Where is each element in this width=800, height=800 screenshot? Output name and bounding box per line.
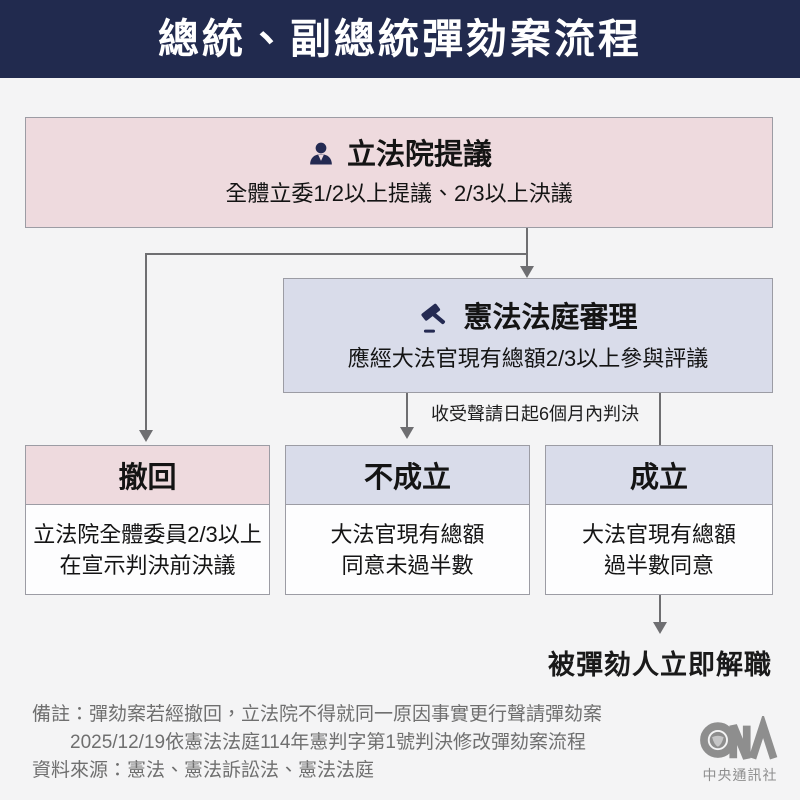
source-line: 資料來源：憲法、憲法訴訟法、憲法法庭 (32, 760, 375, 781)
outcome-rejected-line2: 同意未過半數 (341, 552, 474, 578)
outcome-withdraw-line1: 立法院全體委員2/3以上 (33, 521, 262, 547)
outcome-rejected-header: 不成立 (285, 445, 530, 505)
arrowhead-to-withdraw (139, 430, 153, 442)
cna-logo-caption: 中央通訊社 (702, 767, 778, 783)
stage-legislature-proposal: 立法院提議 全體立委1/2以上提議、2/3以上決議 (25, 117, 773, 228)
outcome-rejected-line1: 大法官現有總額 (330, 521, 485, 547)
outcome-upheld-title: 成立 (629, 462, 688, 494)
connector-to-rejected (406, 393, 408, 427)
outcome-upheld-detail: 大法官現有總額 過半數同意 (545, 504, 773, 595)
result-text: 被彈劾人立即解職 (548, 650, 772, 680)
connector-branch-horizontal (145, 253, 528, 255)
outcome-withdraw-header: 撤回 (25, 445, 270, 505)
connector-to-result (659, 595, 661, 622)
connector-to-withdraw (145, 253, 147, 431)
outcome-upheld-line2: 過半數同意 (603, 552, 714, 578)
arrowhead-to-court (520, 266, 534, 278)
connector-to-court (526, 253, 528, 267)
stage-legislature-title: 立法院提議 (346, 139, 492, 171)
connector-propose-down (526, 228, 528, 255)
person-icon (306, 141, 336, 171)
outcome-rejected-detail: 大法官現有總額 同意未過半數 (285, 504, 530, 595)
stage-court-title: 憲法法庭審理 (463, 302, 638, 334)
footer-notes: 備註：彈劾案若經撤回，立法院不得就同一原因事實更行聲請彈劾案 2025/12/1… (32, 701, 602, 785)
stage-court-heading-row: 憲法法庭審理 (418, 302, 638, 336)
stage-court-review: 憲法法庭審理 應經大法官現有總額2/3以上參與評議 (283, 278, 773, 393)
outcome-withdraw-title: 撤回 (118, 462, 177, 494)
outcome-withdraw-line2: 在宣示判決前決議 (59, 552, 236, 578)
outcome-upheld-line1: 大法官現有總額 (581, 521, 736, 547)
outcome-withdraw-detail: 立法院全體委員2/3以上 在宣示判決前決議 (25, 504, 270, 595)
outcome-rejected-title: 不成立 (363, 462, 451, 494)
cna-logo-mark (699, 716, 781, 766)
arrowhead-to-result (653, 622, 667, 634)
outcome-upheld-header: 成立 (545, 445, 773, 505)
cna-logo: 中央通訊社 (692, 716, 788, 782)
arrowhead-to-rejected (400, 427, 414, 439)
deadline-label: 收受聲請日起6個月內判決 (430, 404, 639, 424)
gavel-icon (418, 302, 452, 336)
title-bar: 總統、副總統彈劾案流程 (0, 0, 800, 78)
note-line-1: 備註：彈劾案若經撤回，立法院不得就同一原因事實更行聲請彈劾案 (32, 704, 603, 725)
stage-legislature-heading-row: 立法院提議 (306, 141, 492, 171)
page-title: 總統、副總統彈劾案流程 (158, 15, 642, 62)
stage-legislature-detail: 全體立委1/2以上提議、2/3以上決議 (225, 180, 573, 206)
note-line-2: 2025/12/19依憲法法庭114年憲判字第1號判決修改彈劾案流程 (70, 732, 586, 753)
stage-court-detail: 應經大法官現有總額2/3以上參與評議 (347, 345, 709, 371)
connector-to-upheld (659, 393, 661, 445)
